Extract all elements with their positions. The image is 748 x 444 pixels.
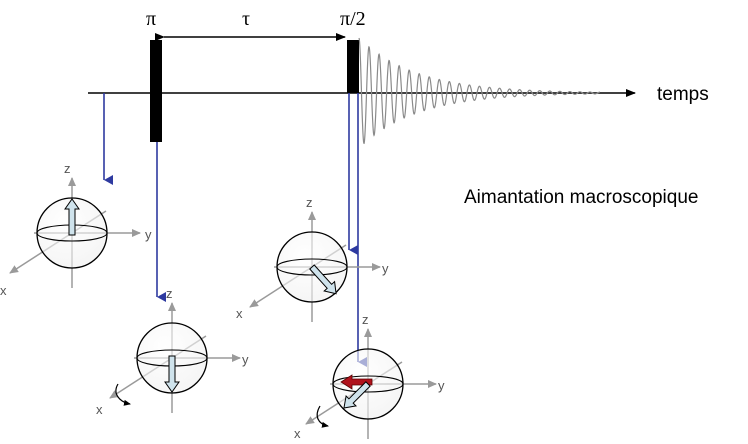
fid-signal [359, 38, 600, 143]
caption: Aimantation macroscopique [464, 187, 698, 208]
axis-label-y: y [145, 227, 152, 242]
time-axis-label: temps [657, 84, 709, 105]
axis-label-z: z [362, 312, 369, 327]
axis-label-z: z [306, 195, 313, 210]
axis-label-x: x [96, 402, 103, 417]
bloch-sphere-3: z y x [236, 195, 389, 322]
axis-label-z: z [166, 286, 173, 301]
pi-pulse [150, 40, 162, 142]
axis-label-x: x [0, 283, 7, 298]
axis-label-z: z [64, 161, 71, 176]
bloch-sphere-4: z y x [294, 312, 445, 441]
axis-label-x: x [294, 426, 301, 441]
tau-label: τ [242, 8, 250, 30]
pi-half-pulse [347, 40, 359, 93]
axis-label-x: x [236, 306, 243, 321]
bloch-sphere-2: z y x [96, 286, 249, 417]
axis-label-y: y [242, 352, 249, 367]
pi-pulse-label: π [146, 8, 156, 30]
pi-half-pulse-label: π/2 [340, 8, 366, 30]
axis-label-y: y [382, 261, 389, 276]
bloch-sphere-1: z y x [0, 161, 152, 298]
axis-label-y: y [438, 378, 445, 393]
